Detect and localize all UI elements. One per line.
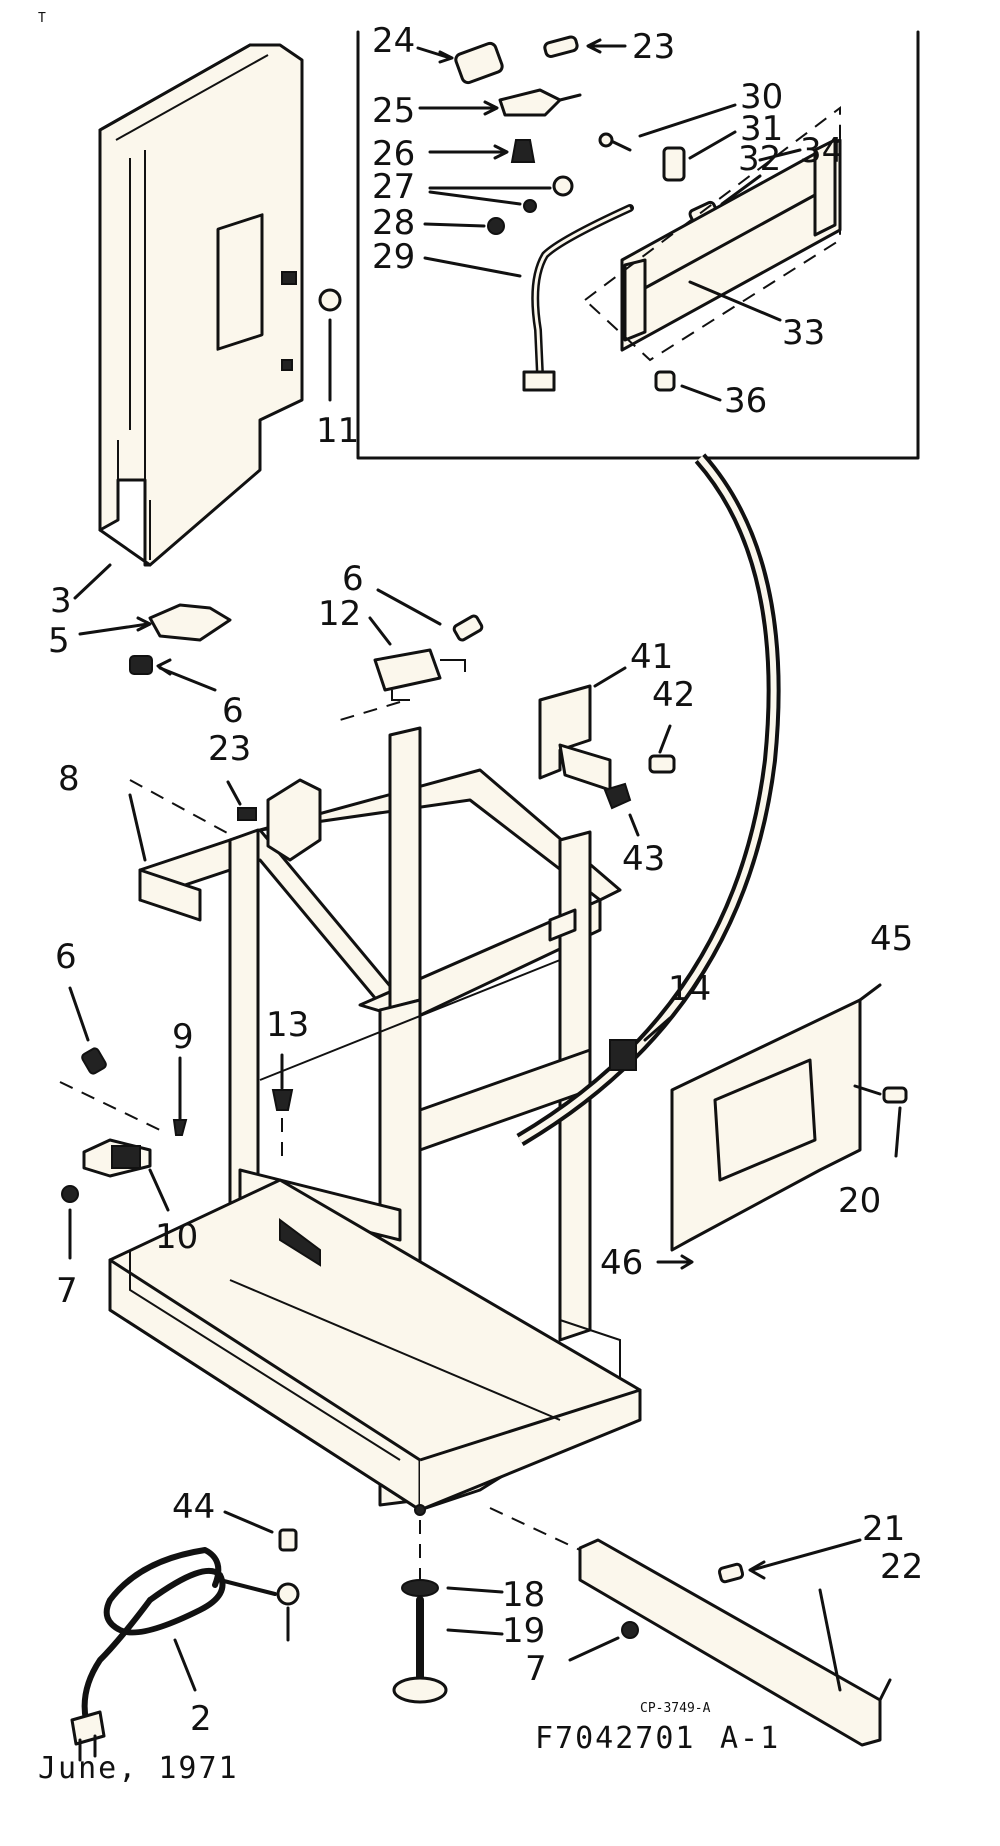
part-27-washers (428, 175, 574, 213)
part-46-screw (656, 1254, 694, 1270)
label-25: 25 (372, 91, 415, 131)
part-44-screw (223, 1510, 300, 1642)
part-11-screw (318, 288, 342, 402)
label-18: 18 (502, 1575, 545, 1615)
label-31: 31 (740, 109, 783, 149)
label-23: 23 (208, 729, 251, 769)
part-24-spacer (416, 41, 504, 85)
label-10: 10 (155, 1217, 198, 1257)
label-11: 11 (316, 411, 359, 451)
inset-detail-box: 24 23 25 30 26 31 32 34 27 28 29 33 36 (356, 21, 920, 460)
label-6-left: 6 (55, 937, 77, 977)
part-29-tube (423, 204, 634, 392)
label-32: 32 (738, 139, 781, 179)
part-31-clip (662, 130, 737, 182)
part-6-screw-top-left (129, 655, 217, 692)
drawing-code: CP-3749-A (640, 1701, 711, 1716)
part-3-side-panel (98, 43, 304, 567)
label-21: 21 (862, 1509, 905, 1549)
part-30-screw (598, 103, 737, 152)
label-44: 44 (172, 1487, 215, 1527)
label-13: 13 (266, 1005, 309, 1045)
label-23-inset: 23 (632, 27, 675, 67)
label-24: 24 (372, 21, 415, 61)
part-21-screw (717, 1538, 862, 1584)
label-19: 19 (502, 1611, 545, 1651)
label-42: 42 (652, 675, 695, 715)
part-6-screw-top (376, 588, 484, 642)
label-9: 9 (172, 1017, 194, 1057)
label-45: 45 (870, 919, 913, 959)
date-label: June, 1971 (38, 1751, 239, 1786)
part-5-clip (78, 603, 232, 642)
label-12: 12 (318, 594, 361, 634)
part-22-rail (489, 1507, 892, 1747)
part-42-screw (648, 724, 676, 774)
label-41: 41 (630, 637, 673, 677)
part-33-mounting-plate (583, 105, 842, 362)
part-14-clip (609, 1016, 672, 1071)
part-23-screw-lower (129, 779, 257, 841)
label-28: 28 (372, 203, 415, 243)
label-14: 14 (668, 969, 711, 1009)
label-6-top: 6 (342, 559, 364, 599)
label-46: 46 (600, 1243, 643, 1283)
part-13-screw (271, 1053, 294, 1160)
label-8: 8 (58, 759, 80, 799)
part-36-screw (654, 370, 722, 402)
label-2: 2 (190, 1699, 212, 1739)
part-19-leveler (392, 1596, 504, 1704)
label-20: 20 (838, 1181, 881, 1221)
label-29: 29 (372, 237, 415, 277)
part-7-nut-left (61, 1185, 79, 1260)
part-43-knob (603, 782, 640, 837)
part-6-screw-left (59, 986, 161, 1131)
label-22: 22 (880, 1547, 923, 1587)
part-7-nut-right (568, 1621, 639, 1662)
sheet-label: A-1 (720, 1721, 780, 1756)
part-18-washer (401, 1520, 504, 1597)
part-2-power-cord (70, 1547, 277, 1762)
label-43: 43 (622, 839, 665, 879)
label-33: 33 (782, 313, 825, 353)
part-28-nut (423, 217, 505, 235)
part-41-bracket (538, 666, 627, 792)
part-45-rear-panel (670, 983, 908, 1252)
part-10-switch (82, 1138, 170, 1212)
part-25-bracket (418, 88, 582, 117)
part-26-fitting (428, 139, 536, 163)
part-12-switch (339, 616, 466, 721)
label-3: 3 (50, 581, 72, 621)
label-5: 5 (48, 621, 70, 661)
part-34-bracket (758, 148, 802, 162)
label-7-right: 7 (525, 1649, 547, 1689)
label-30: 30 (740, 77, 783, 117)
label-27: 27 (372, 167, 415, 207)
label-6-mid: 6 (222, 691, 244, 731)
corner-mark: T (38, 11, 46, 26)
part-9-screw (172, 1056, 188, 1136)
part-23-screw (543, 35, 627, 59)
label-26: 26 (372, 134, 415, 174)
label-7-left: 7 (56, 1271, 78, 1311)
part-number: F7042701 (535, 1721, 696, 1756)
label-34: 34 (800, 131, 843, 171)
label-36: 36 (724, 381, 767, 421)
